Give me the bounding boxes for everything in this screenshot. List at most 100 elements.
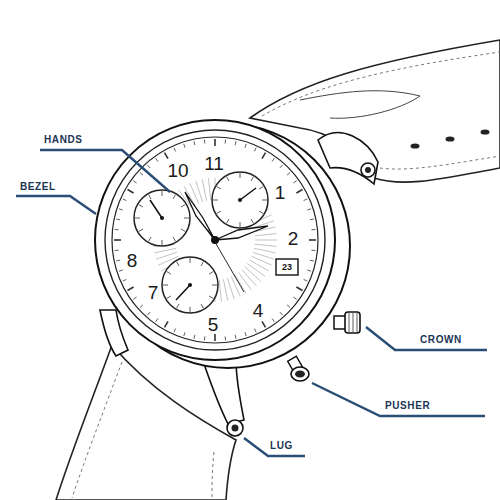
minute-tick xyxy=(133,181,136,183)
subdial-tick xyxy=(184,218,189,219)
minute-tick xyxy=(254,148,256,152)
subdial-tick xyxy=(227,219,230,223)
minute-tick xyxy=(156,318,158,321)
subdial-tick xyxy=(149,195,152,199)
part-label: HANDS xyxy=(44,135,83,145)
crown-ridge xyxy=(349,313,350,332)
crown-ridge xyxy=(357,313,358,332)
dial-numeral: 8 xyxy=(126,251,139,270)
sunburst-ray xyxy=(255,240,277,241)
minute-tick xyxy=(184,332,185,336)
minute-tick xyxy=(214,139,216,146)
minute-tick xyxy=(235,141,237,145)
minute-tick xyxy=(296,190,302,194)
subdial-tick xyxy=(149,237,152,241)
minute-tick xyxy=(287,172,290,175)
minute-tick xyxy=(116,219,120,221)
minute-tick xyxy=(204,336,205,340)
dial-numeral: 11 xyxy=(203,154,225,173)
minute-tick xyxy=(165,153,169,159)
minute-tick xyxy=(119,270,123,271)
sunburst-ray xyxy=(242,270,257,286)
subdial-tick xyxy=(177,304,180,308)
minute-tick xyxy=(194,141,196,145)
subdial-pin xyxy=(160,216,164,220)
leader-line xyxy=(16,196,96,214)
subdial-tick xyxy=(167,296,171,299)
minute-tick xyxy=(280,165,283,168)
minute-tick xyxy=(293,297,296,299)
subdial-tick xyxy=(163,285,168,286)
minute-tick xyxy=(235,335,237,339)
minute-tick xyxy=(304,279,308,281)
subdial xyxy=(134,190,190,246)
leader-line xyxy=(40,150,170,192)
minute-tick xyxy=(128,190,134,194)
minute-tick xyxy=(296,287,302,291)
minute-tick xyxy=(140,305,143,308)
subdial xyxy=(212,172,268,228)
subdial-tick xyxy=(217,187,221,190)
strap-hole xyxy=(446,136,455,141)
strap-stitching xyxy=(72,362,122,498)
minute-tick xyxy=(147,165,150,168)
minute-tick xyxy=(116,260,120,262)
minute-tick xyxy=(194,335,196,339)
subdial-tick xyxy=(227,177,230,181)
minute-tick xyxy=(147,312,150,315)
subdial xyxy=(162,257,218,313)
minute-tick xyxy=(225,140,226,144)
minute-tick xyxy=(165,321,169,327)
pusher xyxy=(295,371,305,378)
sunburst-ray xyxy=(252,256,272,265)
minute-tick xyxy=(245,144,246,148)
dial-numeral: 7 xyxy=(147,283,160,302)
subdial-tick xyxy=(167,272,171,275)
sunburst-ray xyxy=(254,248,276,253)
minute-tick xyxy=(293,181,296,183)
minute-tick xyxy=(262,321,266,327)
subdial-tick xyxy=(209,272,213,275)
subdial-pin xyxy=(238,198,242,202)
sunburst-ray xyxy=(247,264,265,277)
subdial-tick xyxy=(173,195,176,199)
minute-tick xyxy=(311,229,315,230)
sunburst-ray xyxy=(239,272,252,290)
subdial-hand xyxy=(150,200,162,218)
subdial-hand xyxy=(240,188,256,200)
subdial-pin xyxy=(188,283,192,287)
minute-tick xyxy=(262,153,266,159)
sunburst-ray xyxy=(156,252,177,259)
minute-tick xyxy=(309,239,316,241)
sunburst-ray xyxy=(223,279,228,301)
minute-tick xyxy=(245,332,246,336)
subdial-tick xyxy=(135,218,140,219)
minute-tick xyxy=(123,199,127,201)
minute-tick xyxy=(133,297,136,299)
minute-tick xyxy=(304,199,308,201)
subdial-tick xyxy=(259,187,263,190)
seconds-hand xyxy=(208,230,244,292)
subdial-tick xyxy=(201,262,204,266)
minute-tick xyxy=(156,158,158,161)
sunburst-ray xyxy=(209,178,211,200)
minute-tick xyxy=(115,229,119,230)
minute-tick xyxy=(272,158,274,161)
minute-tick xyxy=(272,318,274,321)
subdial-tick xyxy=(240,222,241,227)
minute-tick xyxy=(128,287,134,291)
minute-tick xyxy=(174,329,176,333)
subdial-tick xyxy=(181,229,185,232)
subdial-tick xyxy=(139,205,143,208)
strap-keeper xyxy=(300,91,420,118)
strap-hole xyxy=(411,143,420,148)
sunburst-ray xyxy=(250,260,269,271)
minute-tick xyxy=(140,172,143,175)
lug-screw xyxy=(227,420,243,436)
subdial-tick xyxy=(240,173,241,178)
minute-tick xyxy=(174,148,176,152)
strap-stitching xyxy=(380,156,500,169)
subdial-tick xyxy=(181,205,185,208)
